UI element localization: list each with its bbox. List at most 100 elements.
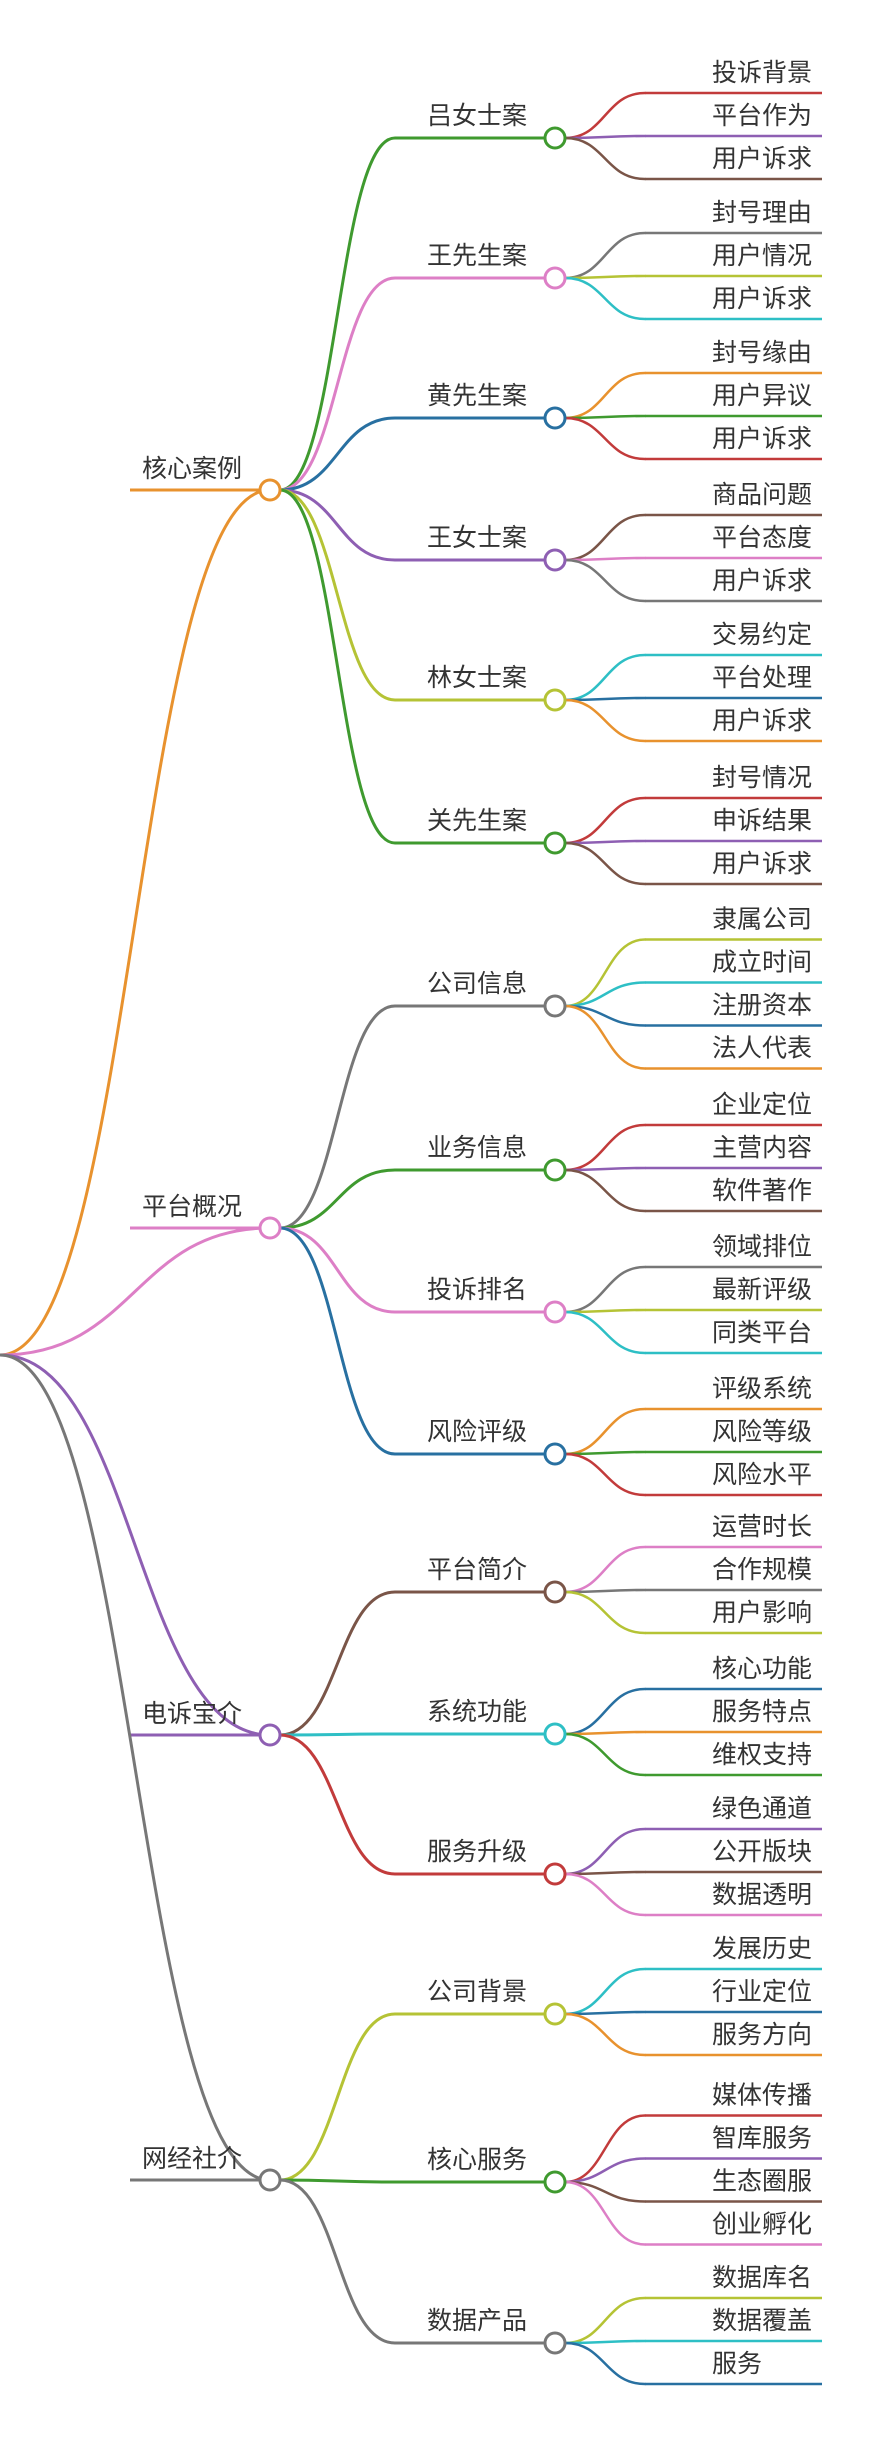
leaf-node: 风险水平 [563,1452,822,1497]
leaf-connector [563,938,647,1008]
leaf-node: 交易约定 [563,620,822,702]
leaf-label: 封号缘由 [712,338,812,367]
leaf-label: 运营时长 [712,1512,812,1541]
leaf-connector [563,371,647,420]
leaf-label: 申诉结果 [712,806,812,835]
topic-node-circle[interactable] [543,126,567,150]
leaf-node: 创业孵化 [563,2180,822,2246]
topic-node-circle[interactable] [543,1580,567,1604]
branch-node-circle[interactable] [258,1723,282,1747]
leaf-node: 绿色通道 [563,1794,822,1876]
leaf-connector [563,1872,647,1917]
leaf-node: 软件著作 [563,1168,822,1213]
leaf-label: 软件著作 [712,1176,812,1205]
leaf-node: 平台态度 [563,523,822,562]
leaf-label: 法人代表 [712,1034,812,1063]
leaf-connector [563,231,647,280]
leaf-label: 服务特点 [712,1697,812,1726]
leaf-connector [563,841,647,886]
topic-node-circle[interactable] [543,548,567,572]
topic-label: 公司背景 [427,1977,527,2006]
leaf-connector [563,1452,647,1497]
leaf-label: 服务方向 [712,2020,812,2049]
topic-node-circle[interactable] [543,688,567,712]
leaf-connector [563,796,647,845]
leaf-node: 投诉背景 [563,58,822,140]
leaf-node: 成立时间 [563,948,822,1008]
topic-node-circle[interactable] [543,266,567,290]
leaf-label: 平台态度 [712,523,812,552]
leaf-node: 用户异议 [563,381,822,420]
leaf-node: 评级系统 [563,1374,822,1456]
topic-label: 公司信息 [427,969,527,998]
topic-connector [278,2178,397,2184]
leaf-node: 服务方向 [563,2012,822,2057]
topic-node-circle[interactable] [543,2002,567,2026]
leaf-node: 发展历史 [563,1934,822,2016]
branch-2: 平台概况公司信息隶属公司成立时间注册资本法人代表业务信息企业定位主营内容软件著作… [0,905,822,1497]
leaf-node: 生态圈服 [563,2167,822,2203]
topic-node-circle[interactable] [543,1722,567,1746]
leaf-label: 风险等级 [712,1417,812,1446]
leaf-node: 最新评级 [563,1275,822,1314]
leaf-connector [563,1123,647,1172]
leaf-connector [563,2157,647,2184]
leaf-connector [563,653,647,702]
topic-node-circle[interactable] [543,1862,567,1886]
leaf-label: 封号理由 [712,198,812,227]
leaf-label: 用户诉求 [712,284,812,313]
branch-connector [0,1226,272,1357]
leaf-label: 用户异议 [712,381,812,410]
topic-label: 服务升级 [427,1837,527,1866]
topic-node-circle[interactable] [543,1300,567,1324]
leaf-node: 封号情况 [563,763,822,845]
leaf-connector [563,1004,647,1070]
leaf-node: 用户诉求 [563,416,822,461]
topic-label: 关先生案 [427,806,527,835]
topic-node-circle[interactable] [543,406,567,430]
leaf-node: 领域排位 [563,1232,822,1314]
leaf-node: 公开版块 [563,1837,822,1876]
leaf-label: 行业定位 [712,1977,812,2006]
leaf-node: 用户诉求 [563,558,822,603]
topic-connector [278,1226,397,1314]
branch-label: 网经社介 [142,2144,242,2173]
leaf-node: 运营时长 [563,1512,822,1594]
topic-label: 风险评级 [427,1417,527,1446]
topic-node-circle[interactable] [543,994,567,1018]
topic-node-circle[interactable] [543,2170,567,2194]
branch-connector [0,1353,272,2182]
leaf-node: 媒体传播 [563,2081,822,2184]
topic-label: 王先生案 [427,241,527,270]
branch-1: 核心案例吕女士案投诉背景平台作为用户诉求王先生案封号理由用户情况用户诉求黄先生案… [0,58,822,1357]
leaf-node: 风险等级 [563,1417,822,1456]
branch-node-circle[interactable] [258,1216,282,1240]
leaf-connector [563,1265,647,1314]
leaf-node: 服务 [563,2341,822,2386]
leaf-node: 合作规模 [563,1555,822,1594]
topic-node-circle[interactable] [543,1442,567,1466]
leaf-label: 平台处理 [712,663,812,692]
topic-connector [278,488,397,562]
topic-label: 王女士案 [427,523,527,552]
topic-connector [278,416,397,492]
branch-node-circle[interactable] [258,2168,282,2192]
topic-label: 平台简介 [427,1555,527,1584]
topic-node-circle[interactable] [543,2331,567,2355]
branch-node-circle[interactable] [258,478,282,502]
leaf-node: 封号缘由 [563,338,822,420]
leaf-connector [563,1590,647,1635]
topic-label: 业务信息 [427,1133,527,1162]
topic-node-circle[interactable] [543,831,567,855]
topic-node-circle[interactable] [543,1158,567,1182]
branch-4: 网经社介公司背景发展历史行业定位服务方向核心服务媒体传播智库服务生态圈服创业孵化… [0,1353,822,2386]
leaf-label: 数据透明 [712,1880,812,1909]
leaf-label: 企业定位 [712,1090,812,1119]
leaf-label: 发展历史 [712,1934,812,1963]
leaf-label: 智库服务 [712,2124,812,2153]
